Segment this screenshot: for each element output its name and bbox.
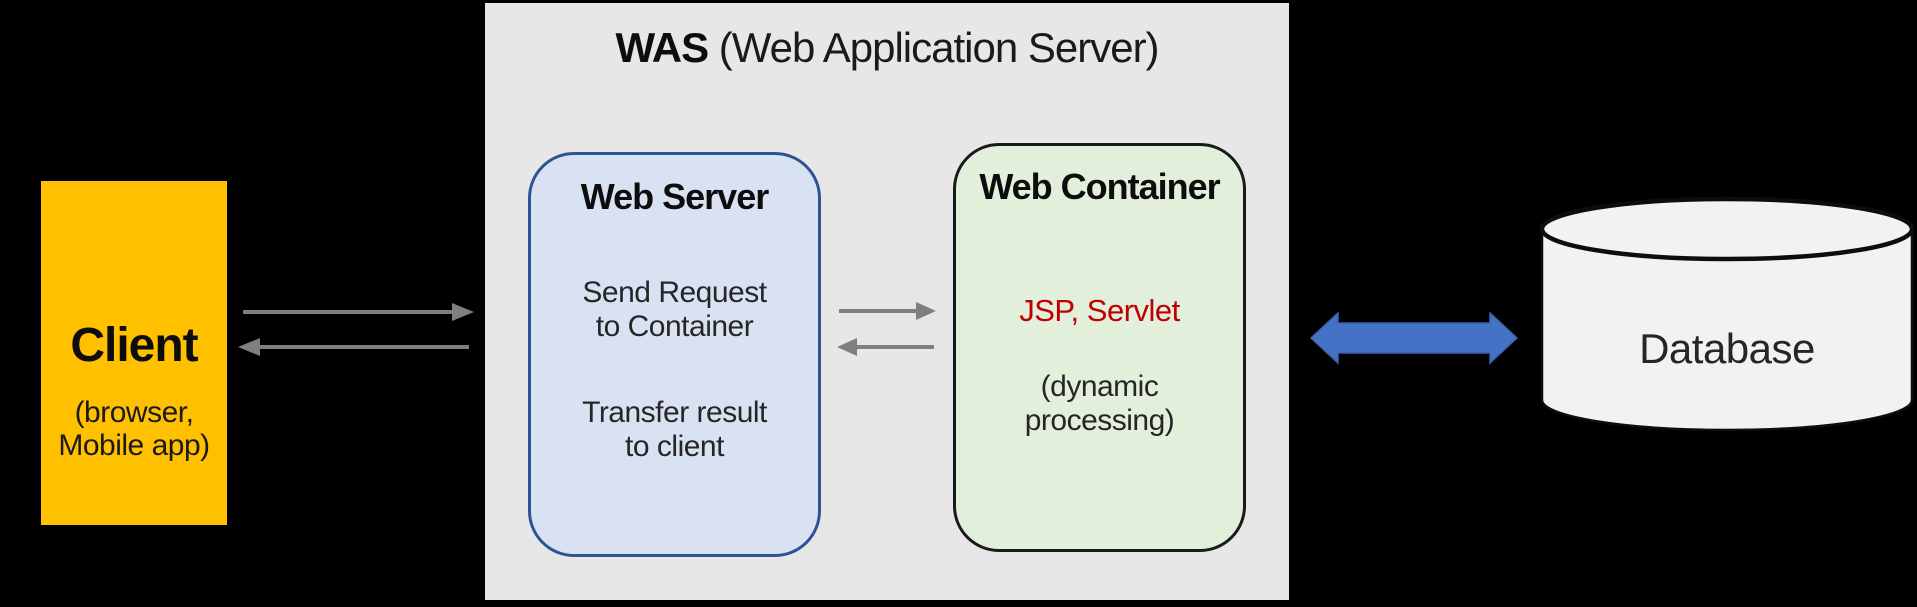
client-subtitle-line2: Mobile app)	[58, 429, 210, 462]
client-response-arrow-icon	[238, 338, 469, 356]
server-response-arrow-icon	[837, 338, 934, 356]
web-server-line1: Send Request	[582, 276, 767, 309]
was-title: WAS (Web Application Server)	[485, 24, 1289, 72]
web-server-line4: to client	[625, 430, 724, 463]
web-container-note-line2: processing)	[1024, 404, 1175, 437]
web-server-line2: to Container	[595, 310, 754, 343]
web-server-description: Send Request to Container Transfer resul…	[528, 276, 821, 464]
web-server-line3: Transfer result	[582, 396, 767, 429]
web-container-note-line1: (dynamic	[1040, 370, 1159, 403]
client-request-arrow-icon	[243, 303, 474, 321]
server-request-arrow-icon	[839, 302, 936, 320]
jsp-servlet-label: JSP, Servlet	[1019, 293, 1180, 328]
client-subtitle: (browser, Mobile app)	[21, 396, 247, 462]
web-container-title: Web Container	[979, 166, 1220, 207]
client-title: Client	[70, 319, 198, 372]
client-subtitle-line1: (browser,	[74, 396, 194, 429]
database-cylinder-icon	[1539, 196, 1915, 432]
web-server-title: Web Server	[580, 176, 769, 217]
database-label: Database	[1639, 325, 1815, 372]
was-title-acronym: WAS	[615, 24, 709, 71]
database-link-double-arrow-icon	[1309, 311, 1519, 365]
web-container-note: (dynamic processing)	[953, 370, 1246, 438]
was-title-expansion: (Web Application Server)	[708, 24, 1160, 71]
client-box	[41, 181, 227, 525]
web-server-box	[528, 152, 821, 557]
web-container-box	[953, 143, 1246, 552]
